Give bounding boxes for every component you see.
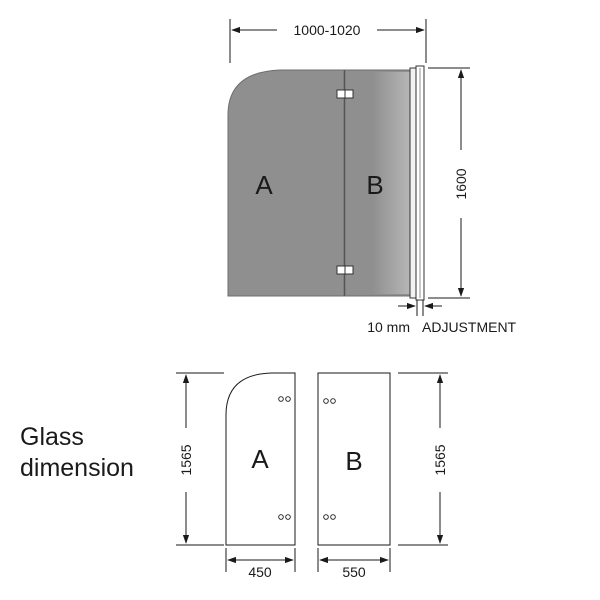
glass-panel-a-height-dimension: 1565 bbox=[176, 372, 224, 546]
top-hinge-icon bbox=[336, 89, 354, 99]
glass-panel-b-height-dimension: 1565 bbox=[398, 372, 448, 546]
wall-profile bbox=[409, 65, 425, 301]
glass-panel-a-height-label: 1565 bbox=[178, 444, 194, 475]
assembly-view: 1000-1020 A B 1600 bbox=[227, 19, 517, 335]
panel-a-hinge-holes-icon bbox=[278, 396, 291, 520]
assembly-panel-a-letter: A bbox=[255, 170, 273, 200]
glass-dimension-title-line1: Glass bbox=[20, 423, 84, 451]
assembly-panel-b-letter: B bbox=[366, 170, 383, 200]
assembly-width-label: 1000-1020 bbox=[294, 22, 361, 38]
adjustment-label: ADJUSTMENT bbox=[422, 319, 517, 335]
glass-panel-b-height-label: 1565 bbox=[432, 444, 448, 475]
assembly-height-label: 1600 bbox=[453, 168, 469, 199]
panel-b-hinge-holes-icon bbox=[323, 398, 336, 520]
adjustment-value: 10 mm bbox=[367, 319, 410, 335]
glass-panel-b-width-label: 550 bbox=[342, 564, 366, 580]
adjustment-indicator: 10 mm ADJUSTMENT bbox=[367, 300, 517, 335]
panel-b-shine bbox=[372, 72, 410, 294]
glass-dimension-title-line2: dimension bbox=[20, 454, 134, 482]
glass-panel-a-width-label: 450 bbox=[248, 564, 272, 580]
glass-panel-b: B bbox=[317, 372, 391, 546]
glass-panel-b-width-dimension: 550 bbox=[317, 548, 391, 580]
glass-panel-b-letter: B bbox=[345, 446, 362, 476]
assembly-height-dimension: 1600 bbox=[428, 67, 470, 299]
glass-panel-a: A bbox=[225, 372, 296, 546]
glass-panel-a-letter: A bbox=[251, 444, 269, 474]
panel-a-glass bbox=[227, 69, 345, 297]
assembly-width-dimension: 1000-1020 bbox=[229, 19, 427, 63]
glass-panel-a-width-dimension: 450 bbox=[225, 548, 296, 580]
bottom-hinge-icon bbox=[336, 265, 354, 275]
